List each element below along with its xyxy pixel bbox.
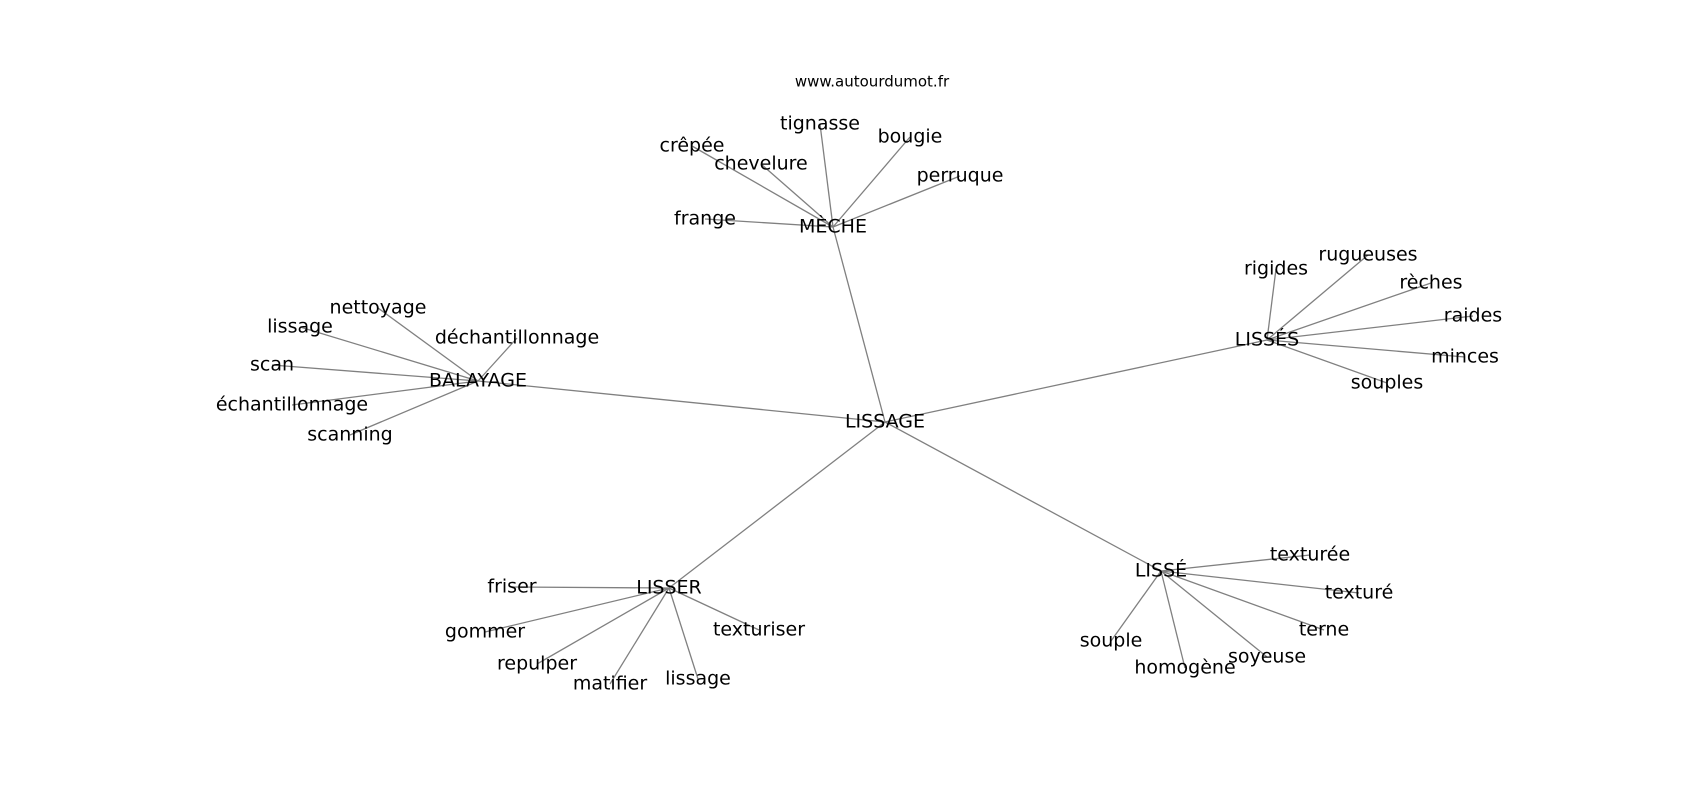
edge-lisses-leaf	[1266, 339, 1388, 384]
edge-lisse-leaf	[1160, 570, 1325, 631]
edge-lisser-leaf	[668, 587, 760, 631]
leaf-node-meche[interactable]: frange	[674, 208, 736, 230]
leaf-node-lisses[interactable]: rèches	[1399, 272, 1462, 294]
leaf-node-lisses[interactable]: souples	[1351, 372, 1424, 394]
center-node-label[interactable]: LISSAGE	[845, 411, 925, 433]
leaf-node-lisses[interactable]: rugueuses	[1318, 244, 1417, 266]
edge-balayage-leaf	[271, 364, 479, 382]
edge-balayage-leaf	[477, 337, 518, 382]
leaf-node-lisser[interactable]: texturiser	[713, 619, 805, 641]
edge-lisses-leaf	[1266, 315, 1474, 341]
edge-center-meche	[832, 226, 886, 423]
hub-node-lisse[interactable]: LISSÉ	[1135, 559, 1187, 582]
leaf-node-lisse[interactable]: texturée	[1270, 544, 1350, 566]
site-url-label: www.autourdumot.fr	[795, 73, 950, 91]
edge-meche-leaf	[819, 123, 834, 228]
leaf-node-lisser[interactable]: matifier	[573, 673, 648, 695]
leaf-node-meche[interactable]: tignasse	[780, 113, 860, 135]
graph-nodes: LISSAGE MÈCHE tignasse bougie crêpéechevelur…	[216, 113, 1502, 695]
hub-node-lisses[interactable]: LISSÉS	[1235, 328, 1299, 351]
leaf-node-lisser[interactable]: repulper	[497, 653, 577, 675]
edge-meche-leaf	[832, 136, 911, 228]
leaf-node-lisse[interactable]: terne	[1299, 619, 1349, 641]
leaf-node-balayage[interactable]: scanning	[307, 424, 392, 446]
edge-balayage-leaf	[349, 380, 479, 436]
leaf-node-balayage[interactable]: nettoyage	[330, 297, 427, 319]
edge-lisser-leaf	[536, 587, 670, 665]
leaf-node-meche[interactable]: perruque	[917, 165, 1004, 187]
edge-lisser-leaf	[609, 587, 670, 685]
leaf-node-meche[interactable]: chevelure	[714, 153, 808, 175]
leaf-node-balayage[interactable]: scan	[250, 354, 294, 376]
leaf-node-meche[interactable]: crêpée	[660, 135, 725, 157]
edge-lisse-leaf	[1160, 570, 1360, 594]
edge-balayage-leaf	[299, 326, 479, 382]
leaf-node-lisser[interactable]: friser	[487, 576, 536, 598]
edge-lisser-leaf	[511, 586, 670, 589]
leaf-node-lisse[interactable]: homogène	[1134, 657, 1235, 679]
leaf-node-balayage[interactable]: échantillonnage	[216, 394, 368, 416]
edge-lisses-leaf	[1266, 282, 1432, 341]
edge-meche-leaf	[691, 145, 834, 228]
leaf-node-balayage[interactable]: déchantillonnage	[435, 327, 599, 349]
leaf-node-lisses[interactable]: raides	[1444, 305, 1502, 327]
edge-center-lisses	[884, 339, 1268, 423]
edge-center-lisser	[668, 421, 886, 589]
leaf-node-lisser[interactable]: gommer	[445, 621, 525, 643]
edge-lisse-leaf	[1160, 570, 1186, 669]
edge-lisses-leaf	[1266, 268, 1277, 341]
leaf-node-lisse[interactable]: soyeuse	[1228, 646, 1306, 668]
leaf-node-lisser[interactable]: lissage	[665, 668, 731, 690]
edge-lisse-leaf	[1160, 570, 1268, 658]
leaf-node-lisse[interactable]: souple	[1080, 630, 1143, 652]
hub-node-meche[interactable]: MÈCHE	[799, 215, 867, 238]
graph-edges	[271, 123, 1474, 685]
leaf-node-lisse[interactable]: texturé	[1325, 582, 1394, 604]
leaf-node-lisses[interactable]: minces	[1431, 346, 1499, 368]
edge-lisses-leaf	[1266, 254, 1369, 341]
edge-meche-leaf	[760, 163, 834, 228]
edge-center-balayage	[477, 380, 886, 423]
edge-lisse-leaf	[1110, 570, 1162, 642]
hub-node-lisser[interactable]: LISSER	[636, 577, 702, 599]
edge-balayage-leaf	[377, 307, 479, 382]
leaf-node-meche[interactable]: bougie	[878, 126, 943, 148]
edge-center-lisse	[884, 421, 1162, 572]
edge-meche-leaf	[832, 175, 961, 228]
edge-balayage-leaf	[291, 380, 479, 406]
edge-lisser-leaf	[484, 587, 670, 633]
hub-node-balayage[interactable]: BALAYAGE	[429, 370, 527, 392]
edge-lisser-leaf	[668, 587, 699, 680]
leaf-node-balayage[interactable]: lissage	[267, 316, 333, 338]
edge-lisses-leaf	[1266, 339, 1466, 358]
edge-meche-leaf	[704, 218, 834, 228]
edge-lisse-leaf	[1160, 554, 1311, 572]
leaf-node-lisses[interactable]: rigides	[1244, 258, 1308, 280]
